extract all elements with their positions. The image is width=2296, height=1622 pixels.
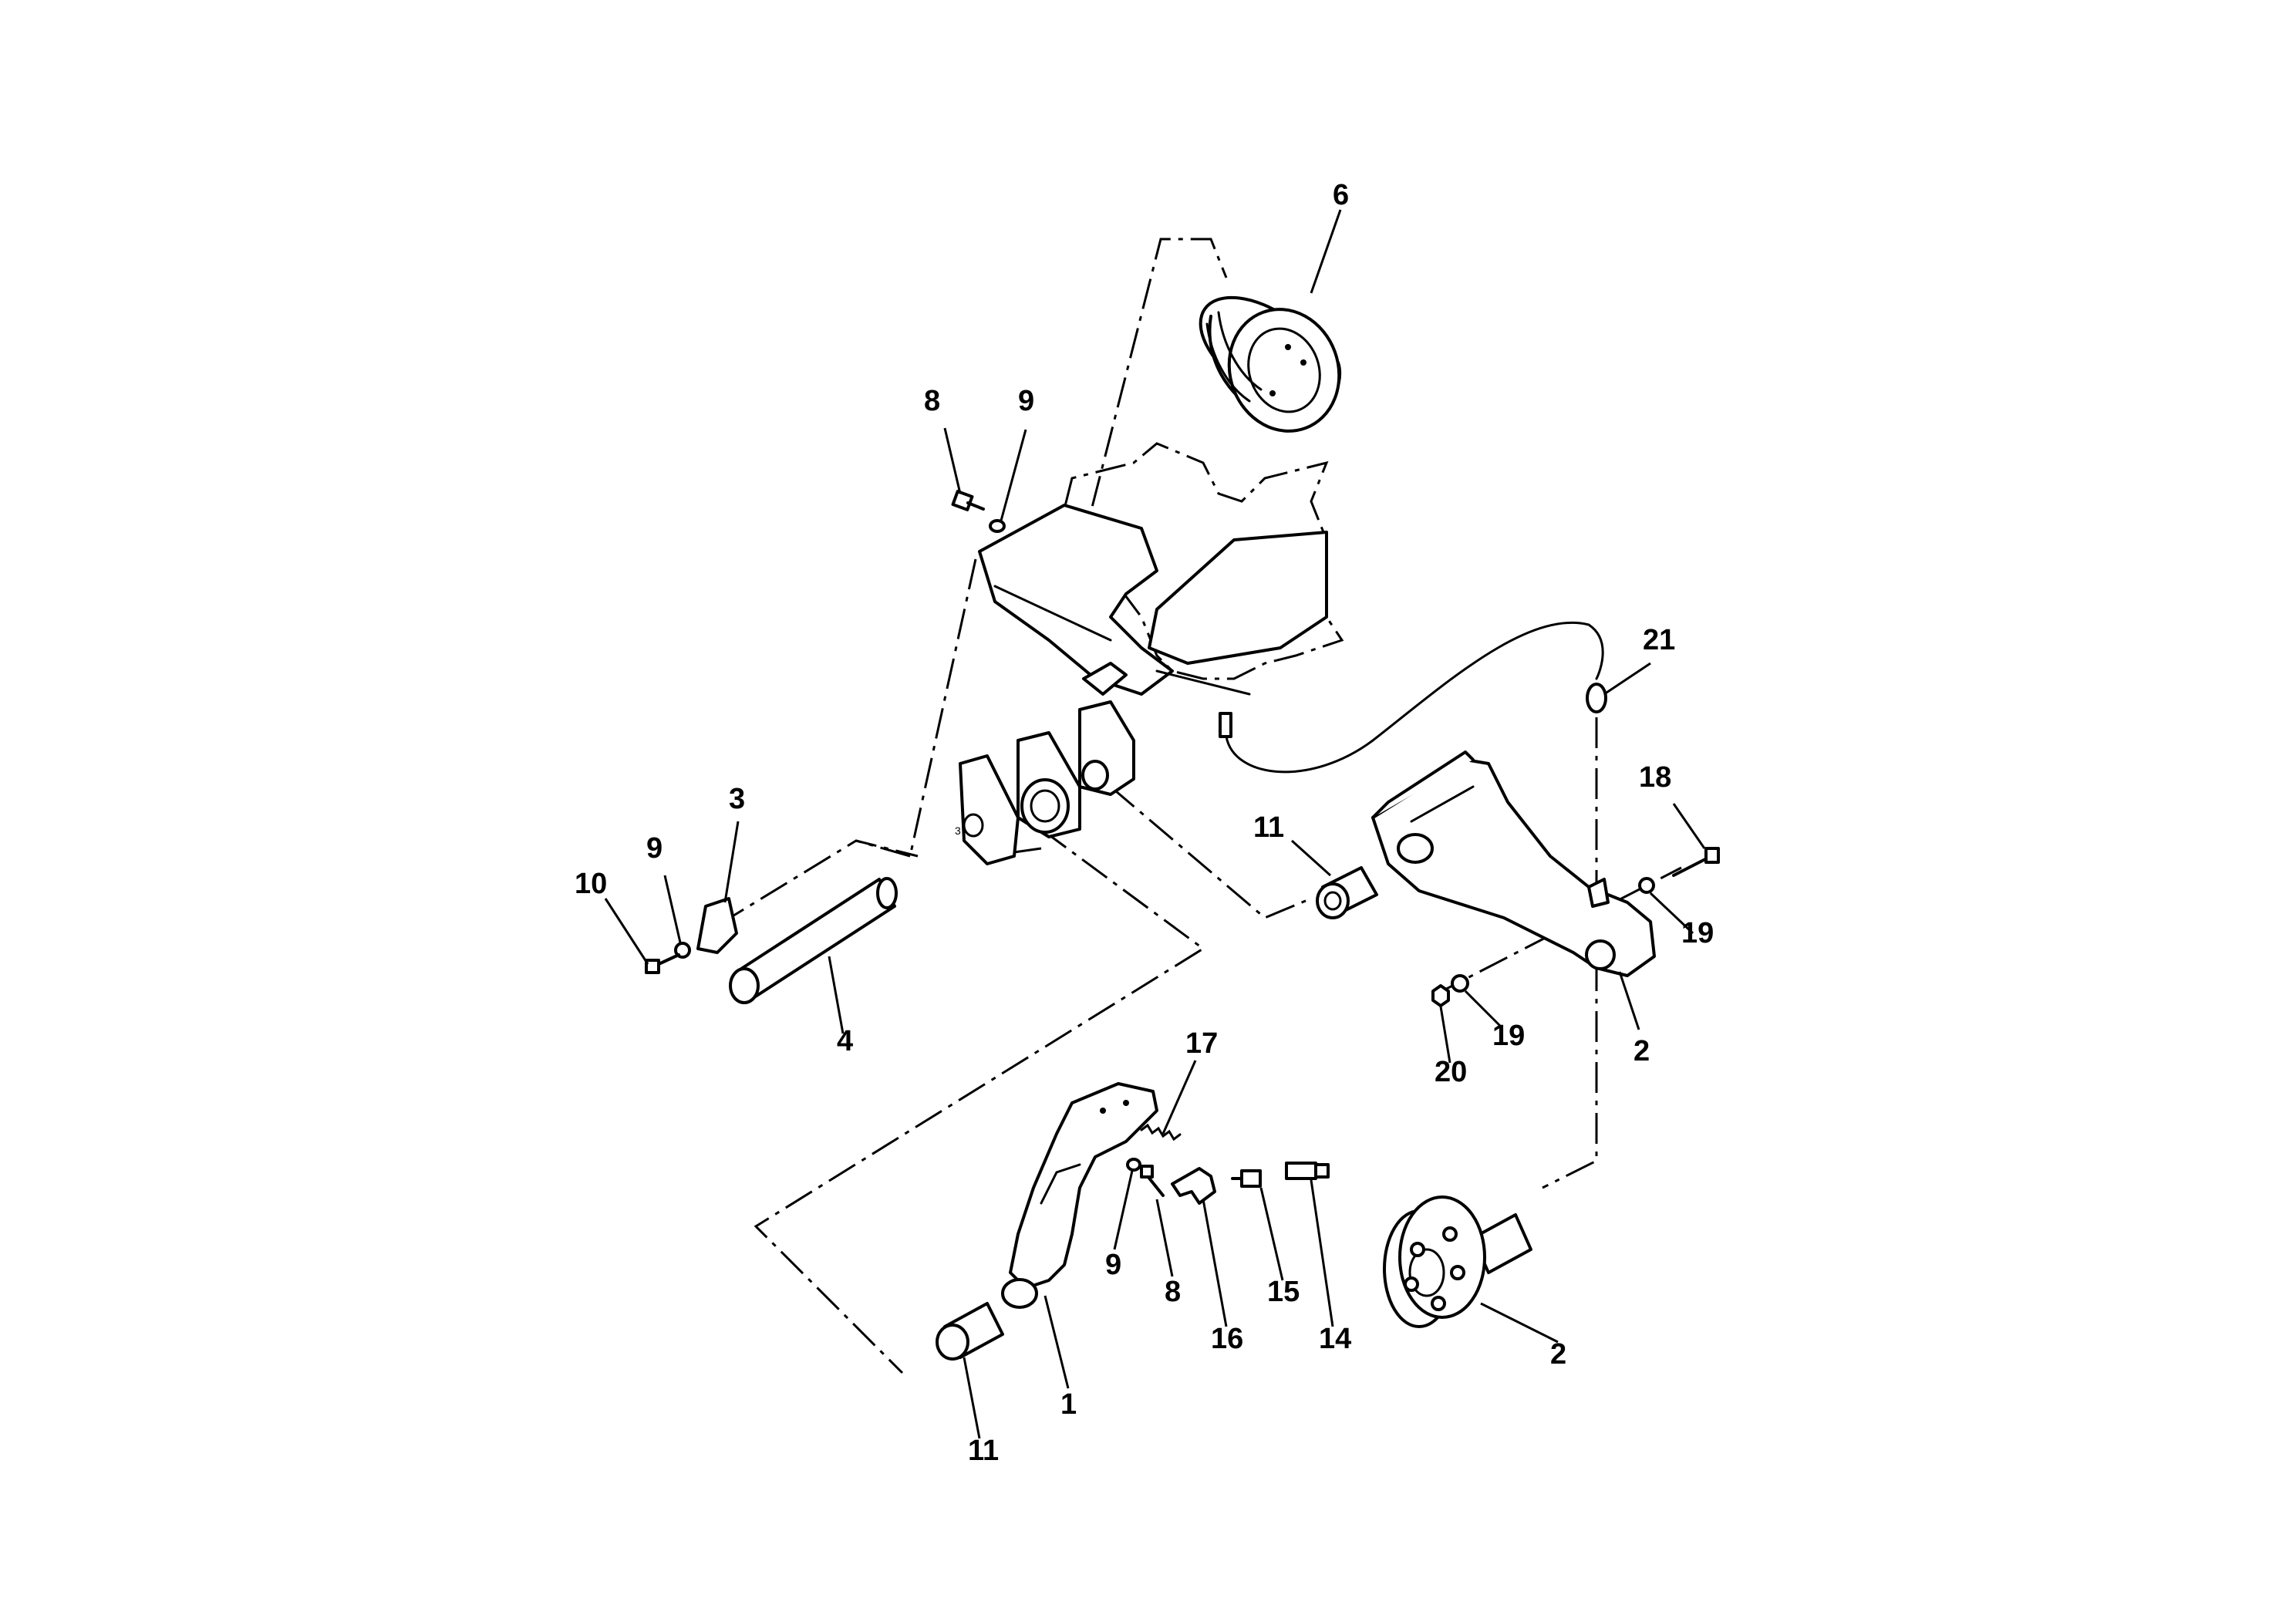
callout-9: 9 xyxy=(646,832,663,865)
elbow-16 xyxy=(1171,1167,1216,1205)
callout-9: 9 xyxy=(1105,1249,1121,1281)
air-spring xyxy=(1199,295,1342,433)
callout-2: 2 xyxy=(1633,1035,1650,1067)
callout-19: 19 xyxy=(1492,1020,1525,1052)
frame-lug-left xyxy=(959,754,1020,865)
lever-arm xyxy=(1001,1082,1158,1309)
fitting-15 xyxy=(1231,1169,1262,1188)
callout-2: 2 xyxy=(1550,1338,1566,1371)
trailing-arm xyxy=(1371,750,1656,977)
callout-1: 1 xyxy=(1060,1388,1077,1421)
washer-9-lower xyxy=(1126,1158,1141,1172)
callout-19: 19 xyxy=(1681,917,1714,949)
callout-6: 6 xyxy=(1333,179,1349,211)
callout-18: 18 xyxy=(1639,761,1671,794)
callout-3: 3 xyxy=(729,783,745,815)
bushing-upper xyxy=(1316,866,1378,919)
callout-16: 16 xyxy=(1211,1323,1243,1355)
callout-21: 21 xyxy=(1643,624,1675,656)
frame-bracket: 3 xyxy=(955,504,1328,865)
callout-17: 17 xyxy=(1185,1027,1218,1060)
spring-17 xyxy=(1140,1123,1182,1141)
callout-15: 15 xyxy=(1267,1276,1300,1308)
pin xyxy=(729,877,898,1004)
hose-clip xyxy=(1586,683,1607,713)
callout-10: 10 xyxy=(575,868,607,900)
bolt-8-lower xyxy=(1140,1165,1165,1197)
rubber-stop xyxy=(1082,662,1128,696)
callout-8: 8 xyxy=(1165,1276,1181,1308)
callout-11: 11 xyxy=(1253,811,1284,844)
washer-9-top xyxy=(989,519,1006,533)
callout-8: 8 xyxy=(924,385,940,417)
wheel-hub xyxy=(1383,1195,1532,1328)
callout-14: 14 xyxy=(1319,1323,1351,1355)
bolt-10 xyxy=(645,953,680,974)
fitting-14 xyxy=(1285,1162,1330,1180)
callout-20: 20 xyxy=(1435,1056,1467,1088)
bushing-lower xyxy=(936,1302,1004,1361)
leader-lines xyxy=(604,209,1706,1439)
washer-19-right xyxy=(1638,877,1655,894)
callout-4: 4 xyxy=(837,1025,853,1057)
lock-plate xyxy=(696,897,738,954)
callout-11: 11 xyxy=(968,1435,999,1467)
callouts: 6 8 9 21 18 11 3 9 10 19 4 19 2 20 17 9 … xyxy=(575,179,1714,1467)
bolt-18 xyxy=(1672,847,1720,877)
callout-9: 9 xyxy=(1018,385,1034,417)
bolt-8-top xyxy=(951,490,985,511)
washer-19-left xyxy=(1451,974,1469,993)
nut-20 xyxy=(1431,984,1450,1007)
svg-text:3: 3 xyxy=(955,824,961,837)
